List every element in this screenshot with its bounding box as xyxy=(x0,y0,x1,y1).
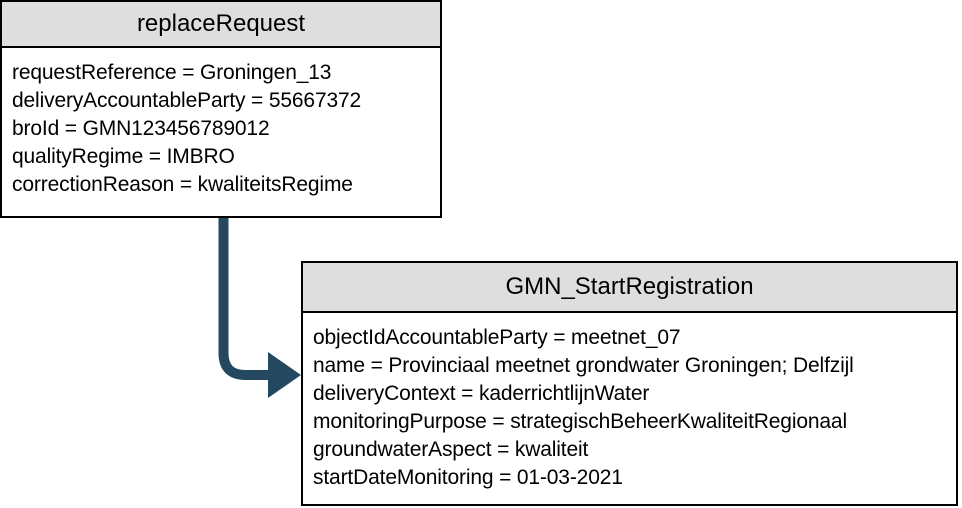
elbow-arrow-head xyxy=(268,352,301,398)
uml-box-title-gmn-start-registration: GMN_StartRegistration xyxy=(303,263,956,313)
uml-attribute: objectIdAccountableParty = meetnet_07 xyxy=(313,326,681,349)
uml-attribute: deliveryAccountableParty = 55667372 xyxy=(12,89,362,112)
uml-box-gmn-start-registration: GMN_StartRegistration objectIdAccountabl… xyxy=(301,261,958,506)
uml-attribute: monitoringPurpose = strategischBeheerKwa… xyxy=(313,410,847,433)
uml-attribute: requestReference = Groningen_13 xyxy=(12,61,332,84)
uml-attribute: deliveryContext = kaderrichtlijnWater xyxy=(313,382,650,405)
elbow-arrow-shaft xyxy=(218,217,272,380)
uml-attribute: groundwaterAspect = kwaliteit xyxy=(313,438,589,461)
uml-attribute: broId = GMN123456789012 xyxy=(12,117,270,140)
uml-attribute: name = Provinciaal meetnet grondwater Gr… xyxy=(313,354,854,377)
uml-box-title-replace-request: replaceRequest xyxy=(2,2,440,48)
uml-attribute-list-replace-request: requestReference = Groningen_13 delivery… xyxy=(2,48,440,199)
uml-attribute: qualityRegime = IMBRO xyxy=(12,145,235,168)
uml-attribute-list-gmn-start-registration: objectIdAccountableParty = meetnet_07 na… xyxy=(303,313,956,492)
uml-box-replace-request: replaceRequest requestReference = Gronin… xyxy=(0,0,442,218)
uml-attribute: correctionReason = kwaliteitsRegime xyxy=(12,173,353,196)
uml-attribute: startDateMonitoring = 01-03-2021 xyxy=(313,466,623,489)
